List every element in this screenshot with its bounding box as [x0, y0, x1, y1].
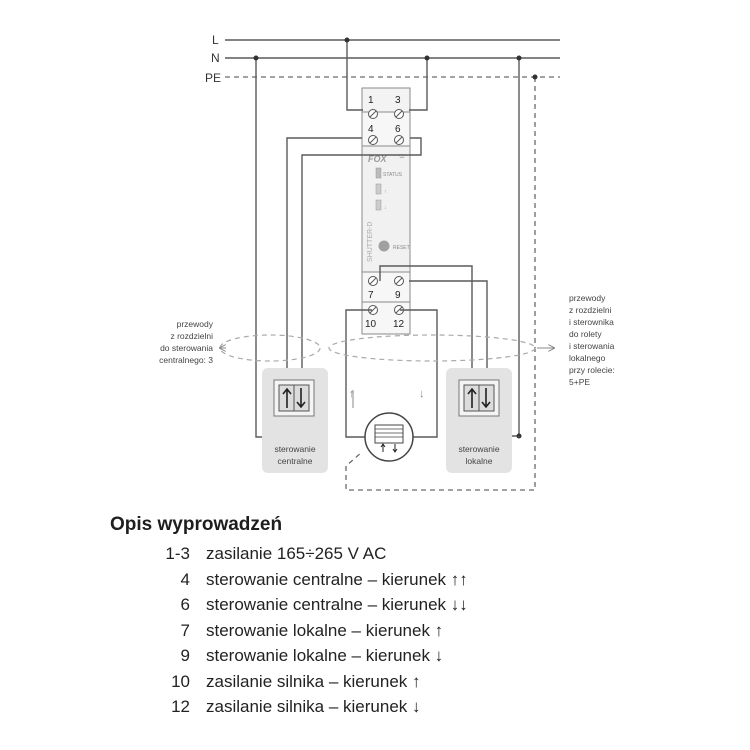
- legend-pin: 6: [180, 595, 190, 614]
- label-L: L: [212, 33, 219, 47]
- label-PE: PE: [205, 71, 221, 85]
- legend-pin: 1-3: [165, 544, 190, 563]
- motor-down-icon: [392, 444, 398, 453]
- arrow-up-icon: [282, 387, 292, 408]
- legend-row: 4 sterowanie centralne – kierunek ↑↑: [110, 570, 710, 596]
- legend-pin: 7: [180, 620, 190, 640]
- note-right: przewody z rozdzielni i sterownika do ro…: [569, 293, 615, 387]
- screw-terminals-top: [368, 109, 404, 145]
- pinout-legend: Opis wyprowadzeń 1-3 zasilanie 165÷265 V…: [110, 514, 710, 723]
- terminal-4-label: 4: [368, 124, 374, 135]
- legend-title: Opis wyprowadzeń: [110, 514, 283, 535]
- terminal-1-label: 1: [368, 95, 374, 106]
- wiring-diagram: L N PE: [159, 33, 615, 491]
- legend-row: 10 zasilanie silnika – kierunek ↑: [110, 672, 710, 698]
- wiring-diagram-svg: L N PE: [159, 33, 615, 491]
- legend-row: 12 zasilanie silnika – kierunek ↓: [110, 697, 710, 723]
- label-N: N: [211, 51, 220, 65]
- local-switch-label-2: lokalne: [466, 456, 493, 466]
- cable-bundles: [220, 334, 554, 362]
- note-left-line-4: centralnego: 3: [159, 355, 213, 365]
- up-led-icon: [375, 183, 382, 195]
- legend-pin: 4: [180, 569, 190, 589]
- screw-terminals-bottom: [368, 276, 404, 315]
- motor-up-icon: [380, 443, 386, 452]
- terminal-6-label: 6: [395, 124, 401, 135]
- arrow-up-icon: [467, 387, 477, 408]
- legend-desc: zasilanie silnika – kierunek ↓: [206, 697, 421, 716]
- power-wiring: [344, 37, 430, 111]
- note-left-line-1: przewody: [177, 319, 214, 329]
- supply-lines: L N PE: [205, 33, 560, 85]
- motor-wiring: ↑ ↓: [345, 309, 520, 438]
- note-left-line-2: z rozdzielni: [170, 331, 213, 341]
- pe-wiring: [345, 74, 538, 491]
- local-switch: sterowanie lokalne: [446, 368, 512, 473]
- legend-desc: sterowanie lokalne – kierunek ↓: [206, 646, 444, 665]
- up-led-label: ↑: [384, 189, 387, 195]
- status-led-icon: [375, 167, 382, 179]
- note-right-line-2: z rozdzielni: [569, 305, 612, 315]
- model-label: SHUTTER-D: [367, 222, 374, 262]
- legend-pin: 12: [171, 697, 190, 716]
- note-left-line-3: do sterowania: [160, 343, 213, 353]
- terminal-12-label: 12: [393, 319, 405, 330]
- note-right-line-5: i sterowania: [569, 341, 615, 351]
- legend-pin: 10: [171, 671, 190, 691]
- blind-motor: [364, 412, 414, 462]
- legend-desc: zasilanie silnika – kierunek ↑: [206, 671, 421, 691]
- motor-up-arrow: ↑: [349, 388, 355, 400]
- shutter-module: 1 3 4 6 7 9 10 12 FOX STATUS ↑ ↓ SHUTTER…: [361, 87, 411, 335]
- reset-button[interactable]: [378, 240, 390, 252]
- arrow-down-icon: [296, 388, 306, 409]
- central-switch: sterowanie centralne: [262, 368, 328, 473]
- legend-desc: sterowanie lokalne – kierunek ↑: [206, 620, 444, 640]
- legend-desc: zasilanie 165÷265 V AC: [206, 544, 387, 563]
- note-right-line-7: przy rolecie:: [569, 365, 615, 375]
- down-led-label: ↓: [384, 205, 387, 211]
- note-right-line-3: i sterownika: [569, 317, 614, 327]
- legend-row: 7 sterowanie lokalne – kierunek ↑: [110, 621, 710, 647]
- terminal-3-label: 3: [395, 95, 401, 106]
- legend-row: 9 sterowanie lokalne – kierunek ↓: [110, 646, 710, 672]
- status-label: STATUS: [383, 172, 403, 178]
- note-left: przewody z rozdzielni do sterowania cent…: [159, 319, 214, 365]
- fox-logo: FOX: [368, 154, 387, 164]
- reset-label: RESET: [393, 245, 410, 251]
- motor-down-arrow: ↓: [419, 388, 425, 400]
- legend-row: 6 sterowanie centralne – kierunek ↓↓: [110, 595, 710, 621]
- terminal-10-label: 10: [365, 319, 377, 330]
- central-switch-label-1: sterowanie: [274, 444, 315, 454]
- legend-row: 1-3 zasilanie 165÷265 V AC: [110, 544, 710, 570]
- note-right-line-6: lokalnego: [569, 353, 606, 363]
- terminal-7-label: 7: [368, 290, 374, 301]
- note-right-line-1: przewody: [569, 293, 606, 303]
- local-switch-label-1: sterowanie: [458, 444, 499, 454]
- note-right-line-8: 5+PE: [569, 377, 590, 387]
- down-led-icon: [375, 199, 382, 211]
- note-right-line-4: do rolety: [569, 329, 602, 339]
- legend-desc: sterowanie centralne – kierunek ↑↑: [206, 569, 468, 589]
- arrow-down-icon: [481, 388, 491, 409]
- central-switch-label-2: centralne: [278, 456, 313, 466]
- terminal-9-label: 9: [395, 290, 401, 301]
- legend-pin: 9: [180, 646, 190, 665]
- legend-desc: sterowanie centralne – kierunek ↓↓: [206, 595, 468, 614]
